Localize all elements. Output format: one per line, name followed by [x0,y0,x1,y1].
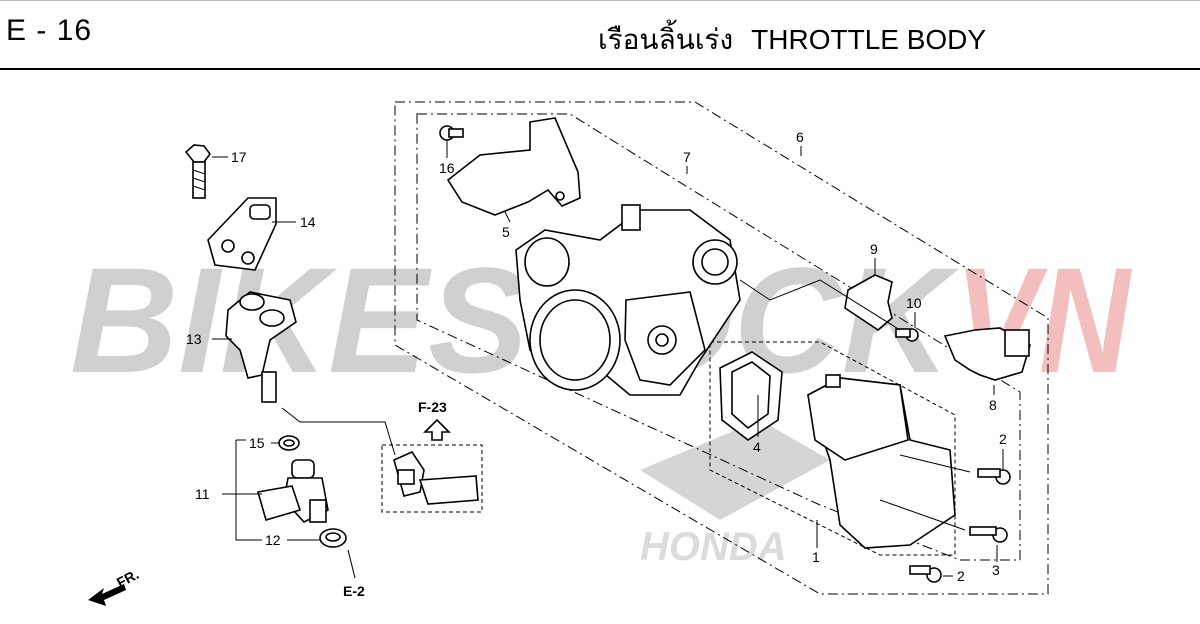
up-arrow-icon [423,418,451,441]
sensor-8-icon [943,327,1031,381]
fuel-line [281,407,396,456]
callout-17: 17 [231,149,247,165]
o-ring-15-inner [283,439,295,447]
screw-3-icon [969,526,1008,543]
f23-box [381,444,483,513]
gasket-4-inner [731,361,771,430]
callout-8: 8 [989,397,997,413]
ref-e2: E-2 [343,583,365,599]
screw-16-icon [439,125,464,141]
honda-logo-watermark: HONDA [640,420,830,569]
callout-5: 5 [502,224,510,240]
callout-11: 11 [195,486,210,502]
injector-11-icon [256,459,329,523]
header-rule [0,68,1200,70]
title-thai: เรือนลิ้นเร่ง [598,24,734,55]
callout-7: 7 [683,149,691,165]
assembly-outline-1 [709,341,956,556]
leader-lines [212,140,1004,579]
top-border [0,0,1200,1]
sensor-unit-1-icon [807,374,956,549]
callout-16: 16 [439,160,455,176]
front-arrow-icon [88,584,126,606]
callout-9: 9 [870,241,878,257]
title-english: THROTTLE BODY [751,24,987,55]
screw-2b-icon [909,565,942,583]
watermark-accent: VN [955,236,1132,404]
callout-10: 10 [906,295,922,311]
seal-12-inner [325,532,341,542]
callout-3: 3 [992,562,1000,578]
page-code: E - 16 [6,14,93,47]
screw-2a-icon [977,468,1011,485]
callout-2a: 2 [999,431,1007,447]
assembly-outline-6 [394,101,1049,595]
page-title: เรือนลิ้นเร่ง THROTTLE BODY [598,18,986,62]
ref-f23: F-23 [418,399,447,415]
screw-10-icon [895,328,919,342]
callout-4: 4 [753,439,761,455]
plate-9-icon [844,274,893,332]
bracket-5-icon [446,117,581,216]
connector-f23-icon [393,450,479,505]
callout-6: 6 [796,129,804,145]
callout-1: 1 [812,549,820,565]
throttle-body-icon [515,204,741,396]
bracket-14-icon [207,197,277,271]
callout-12: 12 [265,532,281,548]
bolt-17-icon [184,144,211,199]
injector-joint-13-icon [225,291,297,403]
callout-15: 15 [249,435,265,451]
callout-13: 13 [186,331,202,347]
callout-2b: 2 [957,568,965,584]
callout-14: 14 [300,214,316,230]
svg-text:HONDA: HONDA [640,525,787,569]
